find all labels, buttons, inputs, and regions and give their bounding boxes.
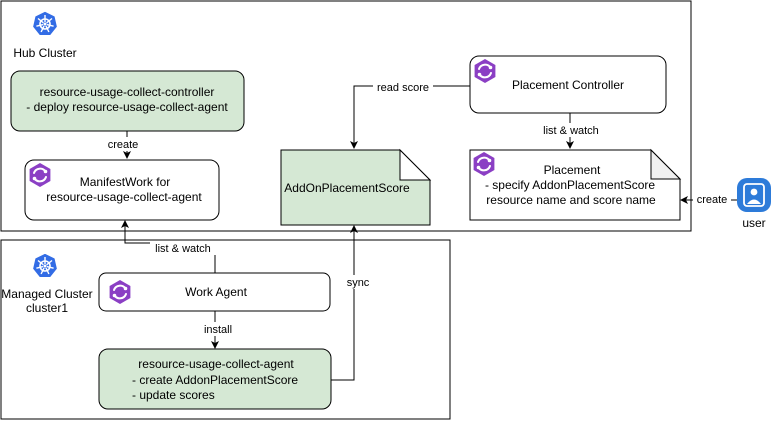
collect-agent-desc-1: - create AddonPlacementScore [132, 373, 298, 387]
document-fold [399, 148, 432, 181]
edge-label-user-create: create [697, 194, 728, 206]
placement-node[interactable] [469, 149, 681, 221]
edge-label-bg [104, 137, 144, 151]
manifestwork-node[interactable] [24, 159, 220, 221]
managed-cluster-label: Managed Cluster [1, 287, 92, 301]
manifestwork-desc: resource-usage-collect-agent [46, 190, 202, 204]
edge-label-read-score: read score [377, 82, 429, 94]
collect-agent-node[interactable] [98, 348, 332, 410]
collect-agent-title: resource-usage-collect-agent [138, 357, 294, 371]
managed-cluster-frame [0, 239, 451, 420]
edge-sync [331, 225, 358, 381]
document-fold [650, 148, 682, 180]
user-icon[interactable] [737, 178, 771, 212]
kubernetes-icon [31, 10, 59, 37]
edge-label-bg [343, 275, 373, 289]
edge-label-bg [373, 80, 433, 94]
edge-label-bg [693, 193, 731, 207]
hub-cluster-label: Hub Cluster [13, 46, 76, 60]
placement-controller-node[interactable] [469, 55, 667, 114]
user-label: user [742, 216, 765, 230]
edge-label-list-watch: list & watch [155, 243, 211, 255]
collect-controller-desc: - deploy resource-usage-collect-agent [26, 100, 228, 114]
managed-cluster-name: cluster1 [26, 301, 68, 315]
placement-title: Placement [544, 163, 601, 177]
manifestwork-title: ManifestWork for [80, 175, 170, 189]
work-agent-node[interactable] [98, 272, 331, 312]
placement-desc-2: resource name and score name [486, 193, 656, 207]
addon-placement-score-label: AddOnPlacementScore [284, 181, 410, 195]
kubernetes-icon [31, 252, 59, 279]
placement-desc-1: - specify AddonPlacementScore [485, 178, 655, 192]
edge-label-sync: sync [347, 277, 370, 289]
hub-cluster-frame [0, 0, 692, 232]
collect-controller-node[interactable] [10, 70, 245, 132]
addon-placement-score-node[interactable] [280, 149, 431, 226]
placement-controller-label: Placement Controller [512, 78, 624, 92]
edge-label-list-watch: list & watch [543, 125, 599, 137]
edge-label-bg [540, 123, 604, 137]
collect-agent-desc-2: - update scores [132, 388, 215, 402]
edge-read-score [350, 85, 470, 149]
edge-label-install: install [204, 324, 232, 336]
edge-label-bg [150, 241, 216, 255]
collect-controller-title: resource-usage-collect-controller [40, 85, 215, 99]
edge-label-bg [200, 322, 236, 336]
work-agent-label: Work Agent [185, 285, 247, 299]
edge-label-create: create [108, 139, 139, 151]
